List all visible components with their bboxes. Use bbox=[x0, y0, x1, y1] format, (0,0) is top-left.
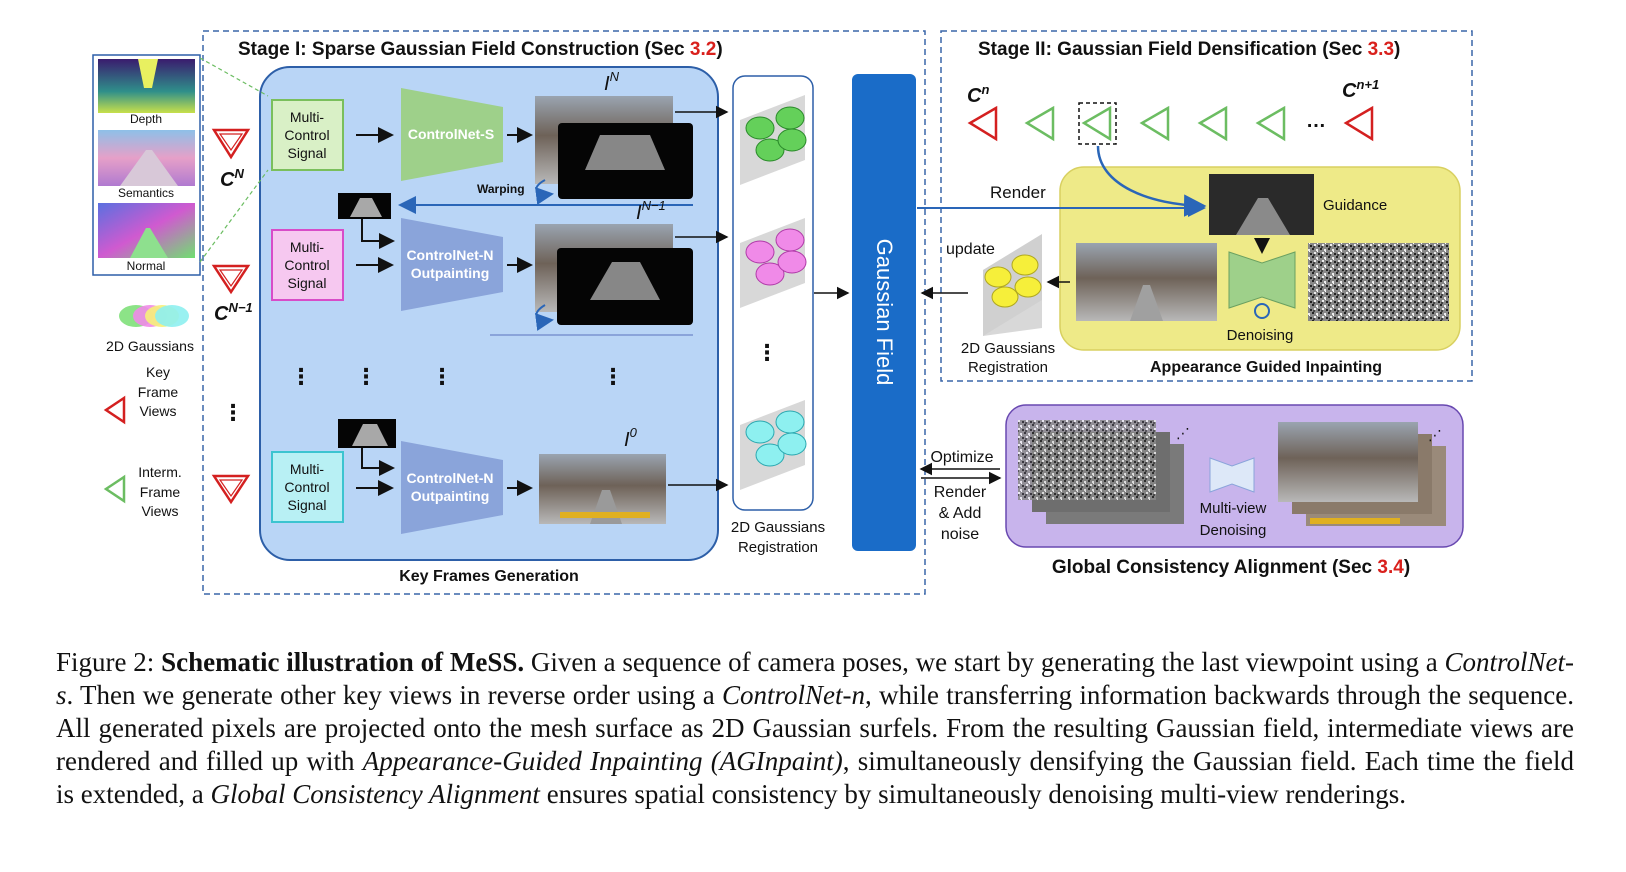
rows-ellipsis-2: ⋮ bbox=[355, 364, 377, 389]
key-camera-c0-icon bbox=[211, 474, 251, 505]
image-i0-label: I0 bbox=[624, 425, 638, 451]
gaussian-green-2 bbox=[775, 106, 805, 130]
caption-label: Figure 2: bbox=[56, 647, 155, 677]
gaussian-cyan-2 bbox=[775, 410, 805, 434]
multi-control-signal-2 bbox=[271, 229, 344, 301]
gaussian-pink-2 bbox=[775, 228, 805, 252]
stage1-box bbox=[202, 30, 926, 595]
camera-ellipsis: ⋮ bbox=[222, 400, 244, 425]
clean-stack-1 bbox=[1278, 422, 1418, 502]
svg-text:⋰: ⋰ bbox=[1428, 427, 1442, 443]
render-label: Render bbox=[990, 183, 1046, 202]
controlnet-n-block-2 bbox=[401, 441, 503, 534]
gaussian-pink-4 bbox=[777, 250, 807, 274]
rows-ellipsis-4: ⋮ bbox=[602, 364, 624, 389]
image-iN1-label: IN−1 bbox=[636, 198, 666, 224]
legend-interm-frame-icon bbox=[103, 474, 126, 504]
guidance-label: Guidance bbox=[1323, 197, 1387, 214]
interm-camera-3-icon bbox=[1139, 105, 1170, 142]
depth-label: Depth bbox=[130, 112, 162, 126]
camera-cN1-label: CN−1 bbox=[214, 300, 253, 325]
key-camera-cn1-icon bbox=[1343, 105, 1374, 142]
gaussian-yellow-1 bbox=[984, 266, 1012, 288]
controlnet-s-label: ControlNet-S bbox=[408, 126, 494, 142]
camera-cN-label: CN bbox=[220, 166, 244, 191]
gaussian-green-3 bbox=[755, 138, 785, 162]
noise-image bbox=[1308, 243, 1449, 321]
gaussian-cyan-3 bbox=[755, 443, 785, 467]
interm-camera-4-icon bbox=[1197, 105, 1228, 142]
key-frames-label: Key Frames Generation bbox=[399, 568, 579, 585]
rows-ellipsis-3: ⋮ bbox=[431, 364, 453, 389]
normal-label: Normal bbox=[127, 259, 166, 273]
global-title: Global Consistency Alignment (Sec 3.4) bbox=[1052, 557, 1410, 578]
svg-text:⋰: ⋰ bbox=[1176, 425, 1190, 441]
gaussian-green-4 bbox=[777, 128, 807, 152]
camera-cn-label: Cn bbox=[967, 82, 989, 107]
gaussian-yellow-3 bbox=[991, 286, 1019, 308]
registration-ellipsis: ⋮ bbox=[756, 340, 778, 365]
legend-key-frame-icon bbox=[103, 395, 126, 425]
gaussian-field-label: Gaussian Field bbox=[872, 239, 897, 386]
gaussian-cyan-1 bbox=[745, 420, 775, 444]
stage2-box bbox=[940, 30, 1473, 382]
rows-ellipsis-1: ⋮ bbox=[290, 364, 312, 389]
interm-camera-2-icon bbox=[1081, 105, 1112, 142]
update-label: update bbox=[946, 241, 995, 258]
legend-gaussians-label: 2D Gaussians bbox=[106, 338, 194, 354]
gaussian-yellow-2 bbox=[1011, 254, 1039, 276]
denoising-label: Denoising bbox=[1227, 327, 1294, 344]
optimize-label: Optimize bbox=[930, 449, 993, 466]
gaussian-yellow-4 bbox=[1014, 276, 1042, 298]
controlnet-s-block bbox=[401, 88, 503, 181]
key-camera-cN1-icon bbox=[211, 264, 251, 295]
method-diagram: Stage I: Sparse Gaussian Field Construct… bbox=[92, 30, 1473, 595]
denoise-loop-icon bbox=[1254, 303, 1270, 319]
noisy-stack-1 bbox=[1018, 420, 1156, 500]
stage1-title: Stage I: Sparse Gaussian Field Construct… bbox=[238, 39, 723, 60]
multiview-denoise-block bbox=[1209, 457, 1255, 493]
gaussian-field-bar bbox=[852, 74, 916, 551]
semantics-label: Semantics bbox=[118, 186, 174, 200]
inpaint-label: Appearance Guided Inpainting bbox=[1150, 359, 1382, 376]
legend-gaussian-cyan bbox=[155, 305, 189, 327]
camera-cn1-label: Cn+1 bbox=[1342, 77, 1379, 102]
figure-caption: Figure 2: Schematic illustration of MeSS… bbox=[56, 647, 1575, 809]
gaussian-cyan-4 bbox=[777, 432, 807, 456]
multi-control-signal-3 bbox=[271, 451, 344, 523]
stage2-title: Stage II: Gaussian Field Densification (… bbox=[978, 39, 1400, 60]
key-camera-cn-icon bbox=[967, 105, 998, 142]
multi-control-signal-1 bbox=[271, 99, 344, 171]
image-iN-label: IN bbox=[604, 69, 620, 95]
interm-camera-1-icon bbox=[1024, 105, 1055, 142]
camera-row-ellipsis: … bbox=[1306, 110, 1326, 132]
interm-camera-5-icon bbox=[1255, 105, 1286, 142]
selected-camera-box bbox=[1078, 102, 1117, 145]
denoising-block bbox=[1228, 251, 1296, 309]
controlnet-n-block-1 bbox=[401, 218, 503, 311]
gaussian-green-1 bbox=[745, 116, 775, 140]
gaussian-pink-3 bbox=[755, 262, 785, 286]
warping-label: Warping bbox=[477, 182, 525, 196]
gaussian-pink-1 bbox=[745, 240, 775, 264]
caption-bold: Schematic illustration of MeSS. bbox=[161, 647, 525, 677]
